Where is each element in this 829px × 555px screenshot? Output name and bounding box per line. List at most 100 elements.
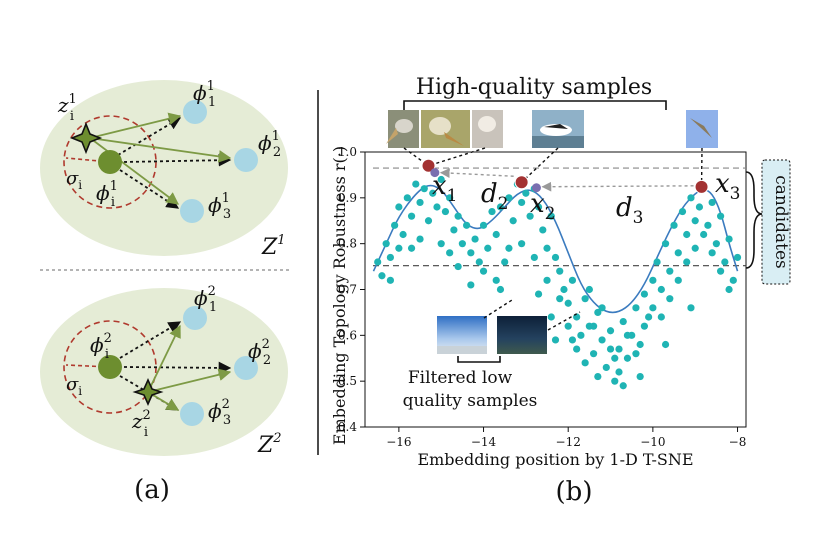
data-point: [497, 286, 504, 293]
data-point: [615, 345, 622, 352]
data-point: [687, 304, 694, 311]
x-tick-label: −12: [556, 435, 581, 449]
pelican-thumb-2: [421, 110, 470, 148]
filtered-label-line1: Filtered low: [408, 368, 513, 388]
leader-line: [484, 300, 512, 318]
data-point: [687, 194, 694, 201]
data-point: [484, 245, 491, 252]
leader-line: [429, 148, 486, 166]
data-point: [641, 323, 648, 330]
data-point: [518, 199, 525, 206]
data-point: [395, 245, 402, 252]
pelican-thumb-4: [532, 110, 584, 148]
data-point: [658, 286, 665, 293]
data-point: [556, 268, 563, 275]
space-label-bottom: Z2: [257, 431, 282, 458]
center-node: [98, 150, 122, 174]
pelican-thumb-5: [686, 110, 718, 148]
data-point: [539, 226, 546, 233]
data-point: [378, 272, 385, 279]
data-point: [683, 258, 690, 265]
data-point: [607, 327, 614, 334]
pelican-thumb-3: [472, 110, 503, 148]
selected-sample-point: [515, 176, 528, 189]
data-point: [535, 290, 542, 297]
data-point: [480, 268, 487, 275]
data-point: [387, 254, 394, 261]
data-point: [450, 226, 457, 233]
panel-b: High-quality samples: [330, 75, 791, 507]
data-point: [531, 254, 538, 261]
distance-arrow-d2: [441, 173, 514, 177]
data-point: [404, 194, 411, 201]
data-point: [433, 203, 440, 210]
data-point: [662, 341, 669, 348]
data-point: [607, 345, 614, 352]
neighbor-node: [180, 402, 204, 426]
data-point: [598, 304, 605, 311]
d3-label: d3: [616, 193, 643, 228]
neighbor-node: [234, 148, 258, 172]
data-point: [412, 180, 419, 187]
data-point: [658, 313, 665, 320]
data-point: [560, 286, 567, 293]
leader-line: [522, 148, 558, 182]
data-point: [543, 245, 550, 252]
data-point: [620, 318, 627, 325]
distance-arrow-d3: [542, 186, 693, 187]
center-node: [98, 355, 122, 379]
data-point: [611, 378, 618, 385]
data-point: [374, 258, 381, 265]
data-point: [455, 263, 462, 270]
data-point: [717, 268, 724, 275]
data-point: [416, 199, 423, 206]
data-point: [518, 240, 525, 247]
data-point: [510, 217, 517, 224]
data-point: [383, 240, 390, 247]
data-point: [620, 382, 627, 389]
candidates-brace: [746, 172, 762, 268]
data-point: [632, 350, 639, 357]
selected-sample-point: [695, 180, 708, 193]
neighbor-node: [180, 199, 204, 223]
data-point: [645, 313, 652, 320]
data-point: [590, 323, 597, 330]
data-point: [649, 277, 656, 284]
data-point: [573, 345, 580, 352]
data-point: [692, 245, 699, 252]
data-point: [692, 217, 699, 224]
data-point: [400, 231, 407, 238]
data-point: [391, 222, 398, 229]
data-point: [421, 185, 428, 192]
data-point: [649, 304, 656, 311]
data-point: [463, 222, 470, 229]
data-point: [488, 208, 495, 215]
data-point: [408, 245, 415, 252]
data-point: [700, 231, 707, 238]
data-point: [416, 235, 423, 242]
data-point: [615, 368, 622, 375]
filtered-label-line2: quality samples: [403, 391, 538, 411]
data-point: [666, 268, 673, 275]
x-tick-label: −14: [471, 435, 497, 449]
data-point: [446, 249, 453, 256]
header-bracket: [404, 101, 666, 110]
data-point: [603, 364, 610, 371]
high-quality-header: High-quality samples: [416, 75, 652, 100]
data-point: [624, 355, 631, 362]
data-point: [717, 213, 724, 220]
x3-label: x3: [715, 169, 741, 204]
fitted-curve: [373, 186, 737, 313]
data-point: [467, 281, 474, 288]
data-point: [637, 373, 644, 380]
data-point: [565, 300, 572, 307]
data-point: [505, 245, 512, 252]
data-point: [704, 222, 711, 229]
data-point: [679, 208, 686, 215]
data-point: [654, 258, 661, 265]
data-point: [594, 373, 601, 380]
data-point: [725, 286, 732, 293]
data-point: [493, 277, 500, 284]
